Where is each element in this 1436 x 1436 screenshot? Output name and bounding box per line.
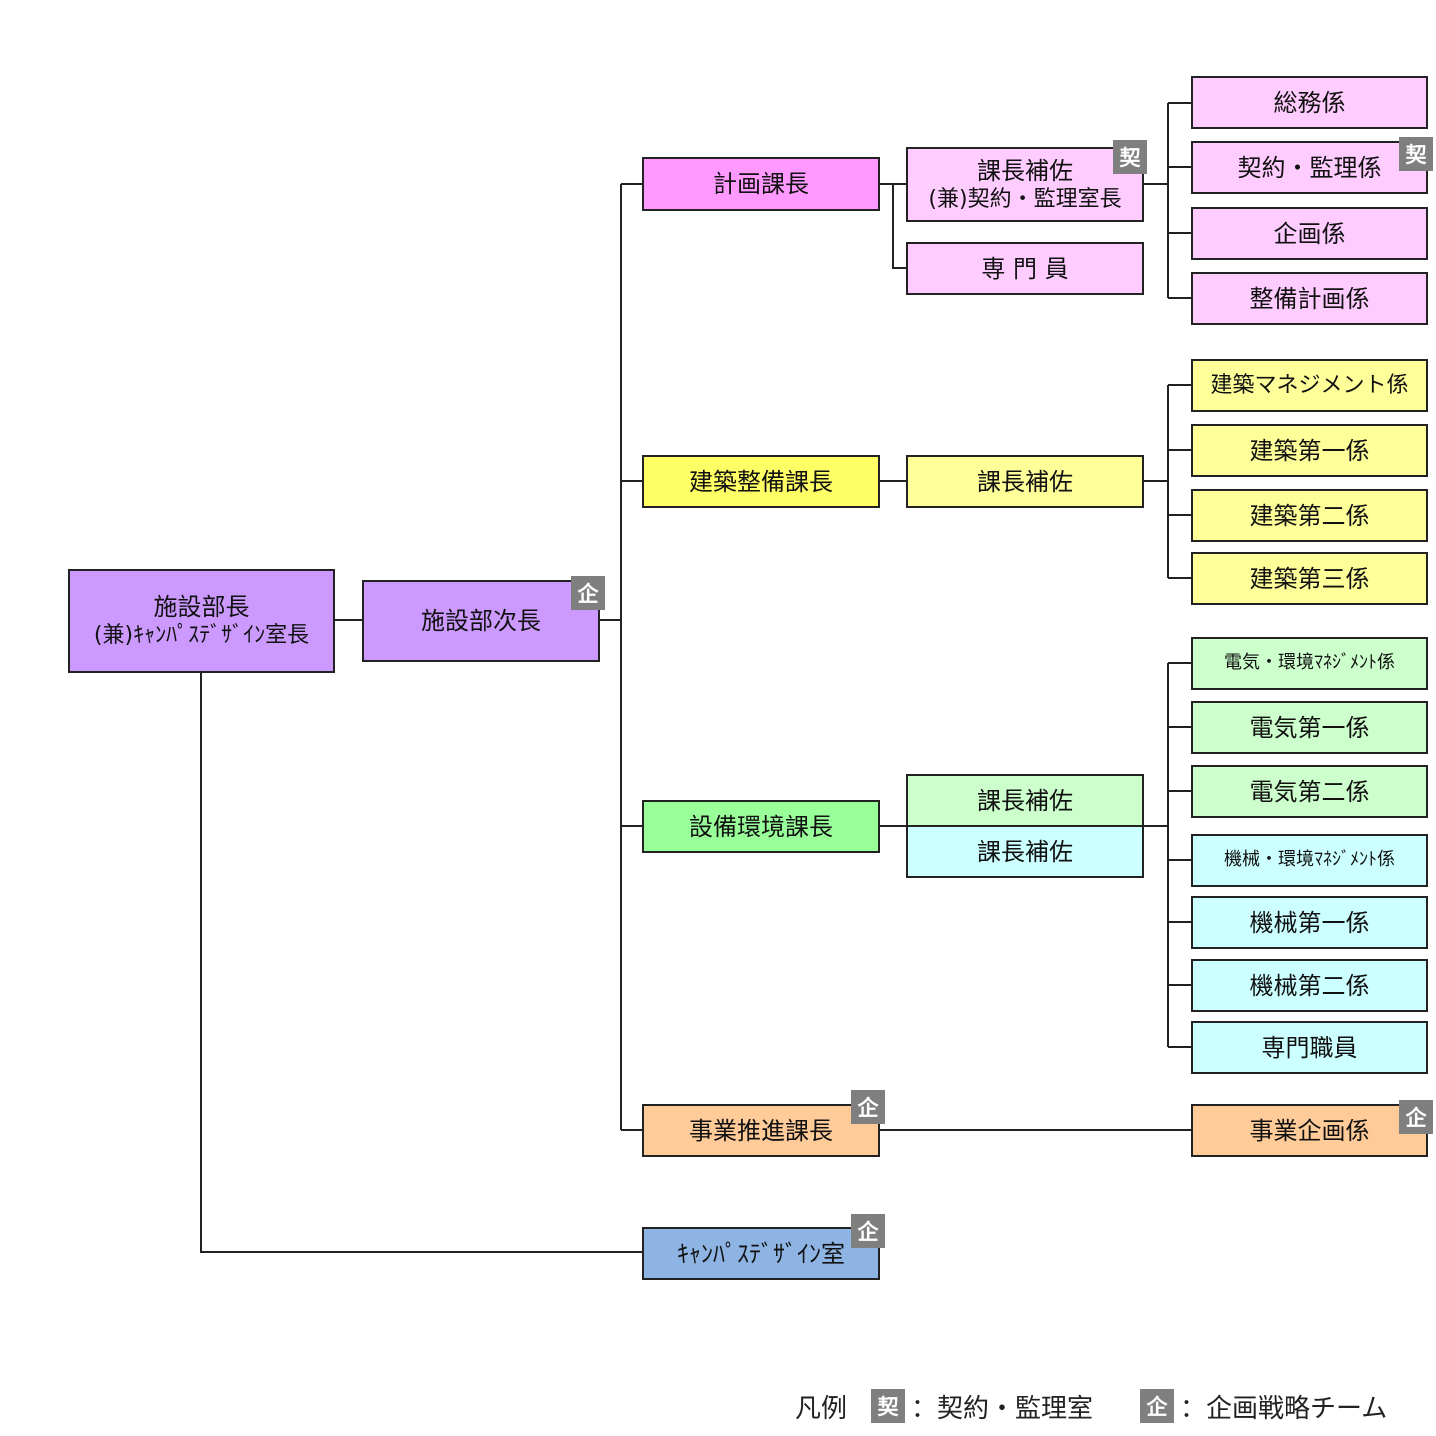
contract-badge: 契: [1113, 140, 1147, 174]
building-assistant-box: 課長補佐: [906, 455, 1144, 508]
facility-head-title: 設備環境課長: [689, 812, 833, 841]
legend-item-contract: 契 ：契約・監理室: [871, 1388, 1093, 1424]
facility-assistant-electric-box: 課長補佐: [906, 774, 1144, 827]
building-unit-box: 建築第三係: [1191, 552, 1428, 605]
planning-head-title: 計画課長: [713, 170, 809, 198]
building-head-box: 建築整備課長: [642, 455, 880, 508]
planning-strategy-badge: 企: [571, 576, 605, 610]
planning-assistant-box: 課長補佐 (兼)契約・監理室長: [906, 147, 1144, 222]
building-head-title: 建築整備課長: [689, 467, 833, 496]
mechanical-unit-label: 機械・環境ﾏﾈｼﾞﾒﾝﾄ係: [1224, 849, 1395, 871]
business-head-title: 事業推進課長: [689, 1116, 833, 1145]
director-title: 施設部長: [153, 593, 250, 622]
facility-assistant-mechanical-title: 課長補佐: [977, 837, 1073, 866]
director-subtitle: (兼)ｷｬﾝﾊﾟｽﾃﾞｻﾞｲﾝ室長: [93, 623, 310, 649]
mechanical-unit-box: 機械・環境ﾏﾈｼﾞﾒﾝﾄ係: [1191, 834, 1428, 887]
mechanical-unit-box: 専門職員: [1191, 1021, 1428, 1074]
legend-planning-badge: 企: [1140, 1389, 1174, 1423]
campus-design-title: ｷｬﾝﾊﾟｽﾃﾞｻﾞｲﾝ室: [677, 1239, 845, 1268]
building-unit-label: 建築第二係: [1249, 501, 1370, 530]
director-box: 施設部長 (兼)ｷｬﾝﾊﾟｽﾃﾞｻﾞｲﾝ室長: [68, 569, 335, 673]
planning-unit-box: 総務係: [1191, 76, 1428, 129]
electric-unit-box: 電気・環境ﾏﾈｼﾞﾒﾝﾄ係: [1191, 637, 1428, 690]
mechanical-unit-box: 機械第一係: [1191, 896, 1428, 949]
business-unit-box: 事業企画係: [1191, 1104, 1428, 1157]
specialist-title: 専 門 員: [981, 254, 1069, 283]
planning-strategy-badge: 企: [851, 1090, 885, 1124]
mechanical-unit-box: 機械第二係: [1191, 959, 1428, 1012]
business-head-box: 事業推進課長: [642, 1104, 880, 1157]
legend-item-planning: 企 ：企画戦略チーム: [1140, 1388, 1387, 1424]
planning-strategy-badge: 企: [851, 1214, 885, 1248]
building-unit-box: 建築第一係: [1191, 424, 1428, 477]
campus-design-box: ｷｬﾝﾊﾟｽﾃﾞｻﾞｲﾝ室: [642, 1227, 880, 1280]
deputy-director-title: 施設部次長: [421, 607, 541, 635]
planning-assistant-title: 課長補佐: [977, 156, 1073, 185]
building-unit-label: 建築マネジメント係: [1210, 372, 1409, 398]
business-unit-label: 事業企画係: [1249, 1116, 1370, 1145]
electric-unit-label: 電気・環境ﾏﾈｼﾞﾒﾝﾄ係: [1224, 652, 1395, 674]
electric-unit-box: 電気第一係: [1191, 701, 1428, 754]
facility-assistant-electric-title: 課長補佐: [977, 786, 1073, 815]
legend-contract-text: ：契約・監理室: [911, 1393, 1094, 1424]
legend-planning-text: ：企画戦略チーム: [1180, 1393, 1388, 1424]
planning-unit-label: 契約・監理係: [1237, 153, 1382, 182]
facility-head-box: 設備環境課長: [642, 800, 880, 853]
planning-unit-box: 整備計画係: [1191, 272, 1428, 325]
electric-unit-label: 電気第一係: [1249, 713, 1370, 742]
building-unit-box: 建築第二係: [1191, 489, 1428, 542]
mechanical-unit-label: 機械第一係: [1249, 908, 1370, 937]
deputy-director-box: 施設部次長: [362, 580, 600, 662]
planning-unit-box: 契約・監理係: [1191, 141, 1428, 194]
electric-unit-label: 電気第二係: [1249, 777, 1370, 806]
legend-contract-badge: 契: [871, 1389, 905, 1423]
planning-unit-label: 企画係: [1273, 219, 1346, 248]
facility-assistant-mechanical-box: 課長補佐: [906, 825, 1144, 878]
contract-badge: 契: [1399, 137, 1433, 171]
planning-head-box: 計画課長: [642, 157, 880, 211]
building-unit-label: 建築第一係: [1249, 436, 1370, 465]
planning-unit-label: 整備計画係: [1249, 284, 1370, 313]
specialist-box: 専 門 員: [906, 242, 1144, 295]
mechanical-unit-label: 専門職員: [1261, 1033, 1358, 1062]
planning-assistant-subtitle: (兼)契約・監理室長: [928, 186, 1122, 212]
mechanical-unit-label: 機械第二係: [1249, 971, 1370, 1000]
legend-label: 凡例: [795, 1388, 847, 1424]
building-unit-label: 建築第三係: [1249, 564, 1370, 593]
legend-label-text: 凡例: [795, 1393, 848, 1424]
building-assistant-title: 課長補佐: [977, 467, 1073, 496]
planning-unit-label: 総務係: [1273, 88, 1346, 117]
building-unit-box: 建築マネジメント係: [1191, 359, 1428, 412]
electric-unit-box: 電気第二係: [1191, 765, 1428, 818]
planning-strategy-badge: 企: [1399, 1100, 1433, 1134]
planning-unit-box: 企画係: [1191, 207, 1428, 260]
